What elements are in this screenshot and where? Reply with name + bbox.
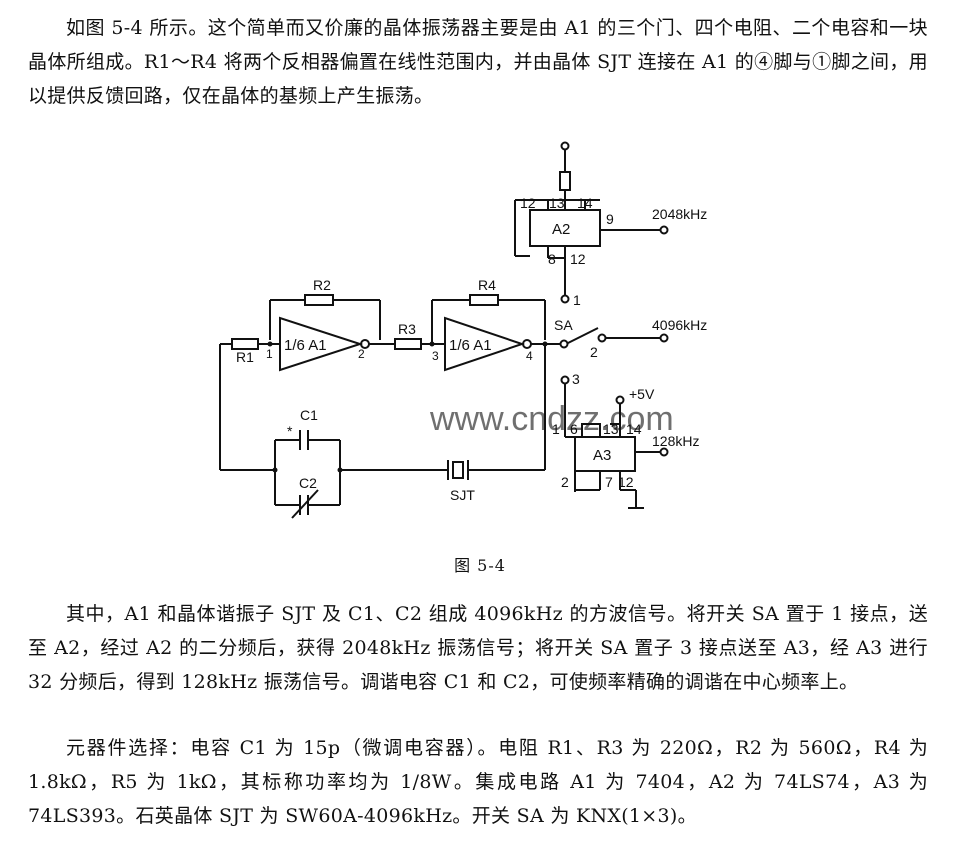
gate1-pin2-label: 2 — [358, 347, 365, 361]
gate1-label: 1/6 A1 — [284, 337, 327, 354]
c2-label: C2 — [299, 475, 317, 491]
components-paragraph: 元器件选择：电容 C1 为 15p（微调电容器）。电阻 R1、R3 为 220Ω… — [28, 731, 928, 833]
a3-pin7-label: 7 — [605, 474, 613, 490]
gate2-label: 1/6 A1 — [449, 337, 492, 354]
r2-label: R2 — [313, 277, 331, 293]
r1-label: R1 — [236, 349, 254, 365]
a2-pin14-label: 14 — [577, 195, 593, 211]
output-2048-terminal-icon — [659, 225, 669, 235]
switch-contact-1-icon — [560, 294, 570, 304]
c1-mark-label: * — [287, 423, 293, 439]
switch-contact-3-icon — [560, 375, 570, 385]
a2-label: A2 — [552, 221, 570, 238]
c1-label: C1 — [300, 407, 318, 423]
a3-pin14-label: 14 — [626, 421, 642, 437]
circuit-diagram: 12 13 14 A2 9 2048kHz 8 12 1 R2 R4 R1 R3… — [219, 141, 707, 519]
components-text: 元器件选择：电容 C1 为 15p（微调电容器）。电阻 R1、R3 为 220Ω… — [28, 737, 928, 827]
intro-text: 如图 5-4 所示。这个简单而又价廉的晶体振荡器主要是由 A1 的三个门、四个电… — [28, 17, 928, 107]
a3-label: A3 — [593, 447, 611, 464]
output-2048-label: 2048kHz — [652, 206, 707, 222]
supply-terminal-icon — [560, 141, 570, 151]
output-4096-label: 4096kHz — [652, 317, 707, 333]
gate1-pin1-label: 1 — [266, 347, 273, 361]
r4-label: R4 — [478, 277, 496, 293]
switch-pos1-label: 1 — [573, 292, 581, 308]
r3-label: R3 — [398, 321, 416, 337]
a3-pin6-label: 6 — [570, 421, 578, 437]
switch-pos3-label: 3 — [572, 371, 580, 387]
switch-contact-2-icon — [597, 333, 607, 343]
switch-label: SA — [554, 317, 573, 333]
a3-pin12-label: 12 — [618, 474, 634, 490]
output-4096-terminal-icon — [659, 333, 669, 343]
output-128-label: 128kHz — [652, 433, 699, 449]
figure-caption: 图 5-4 — [454, 556, 506, 575]
plus5v-terminal-icon — [615, 395, 625, 405]
watermark: www.cndzz.com — [429, 400, 674, 438]
a3-pin1-label: 1 — [552, 421, 560, 437]
switch-pos2-label: 2 — [590, 344, 598, 360]
a3-pin2-label: 2 — [561, 474, 569, 490]
plus5v-label: +5V — [629, 386, 655, 402]
gate2-pin3-label: 3 — [432, 349, 439, 363]
explanation-paragraph: 其中，A1 和晶体谐振子 SJT 及 C1、C2 组成 4096kHz 的方波信… — [28, 597, 928, 699]
a2-pin8-label: 8 — [548, 251, 556, 267]
a2-pin12-label: 12 — [520, 195, 536, 211]
a2-pin9-label: 9 — [606, 211, 614, 227]
intro-paragraph: 如图 5-4 所示。这个简单而又价廉的晶体振荡器主要是由 A1 的三个门、四个电… — [28, 11, 928, 113]
a3-pin13-label: 13 — [603, 421, 619, 437]
explanation-text: 其中，A1 和晶体谐振子 SJT 及 C1、C2 组成 4096kHz 的方波信… — [28, 603, 928, 693]
gate2-pin4-label: 4 — [526, 349, 533, 363]
a2-pin13-label: 13 — [549, 195, 565, 211]
crystal-label: SJT — [450, 487, 475, 503]
a2-pin12b-label: 12 — [570, 251, 586, 267]
output-128-terminal-icon — [659, 447, 669, 457]
switch-pivot-icon — [559, 339, 569, 349]
